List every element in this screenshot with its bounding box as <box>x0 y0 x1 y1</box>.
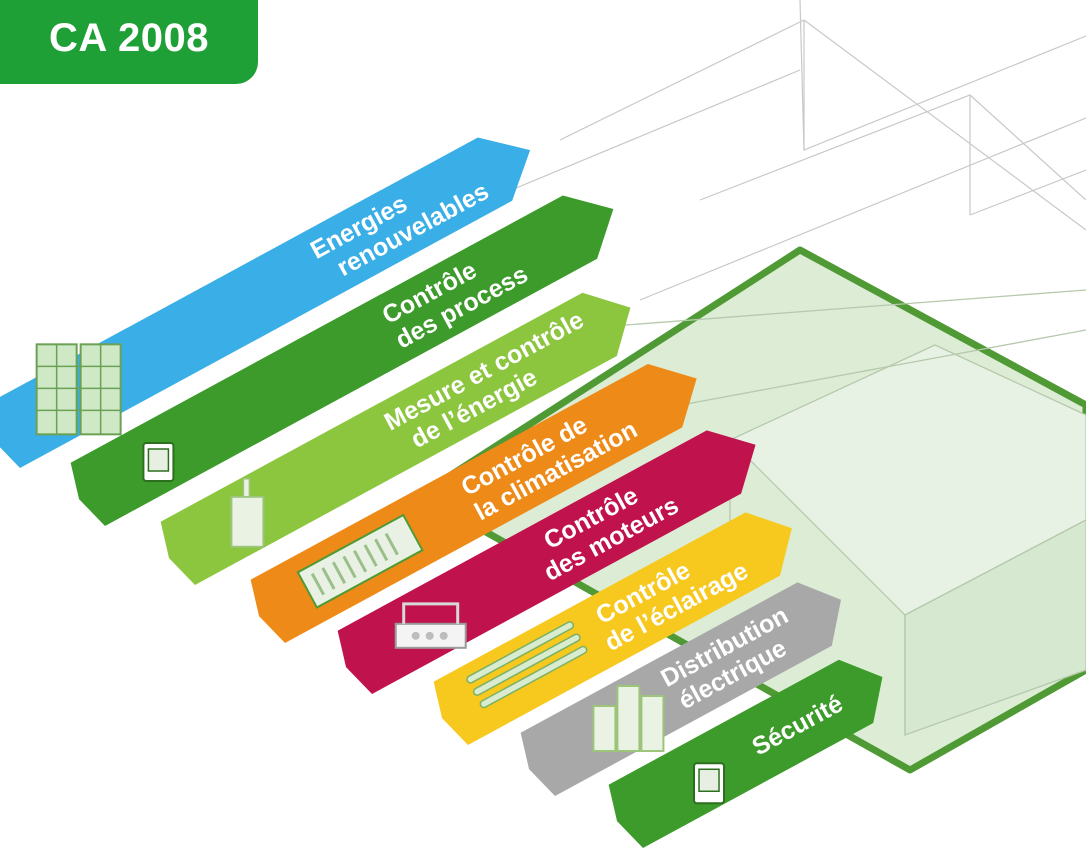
building-volume <box>559 289 1086 736</box>
solar-panel-icon <box>35 343 122 436</box>
arrow-body <box>608 659 883 848</box>
touch-panel-icon <box>142 442 175 483</box>
lighting-tubes-icon <box>466 621 588 709</box>
arrow-distribution-electrique: Distribution électrique <box>520 582 842 796</box>
switchboard-icon <box>592 685 665 753</box>
arrow-body <box>70 195 614 526</box>
badge-label: CA 2008 <box>49 15 209 60</box>
arrow-body <box>160 292 631 585</box>
arrow-body <box>0 137 531 468</box>
energy-meter-icon <box>230 478 265 548</box>
motor-drive-icon <box>394 602 467 649</box>
ca-2008-badge: CA 2008 <box>0 0 258 84</box>
security-panel-icon <box>693 762 726 805</box>
hvac-unit-icon <box>296 513 424 609</box>
